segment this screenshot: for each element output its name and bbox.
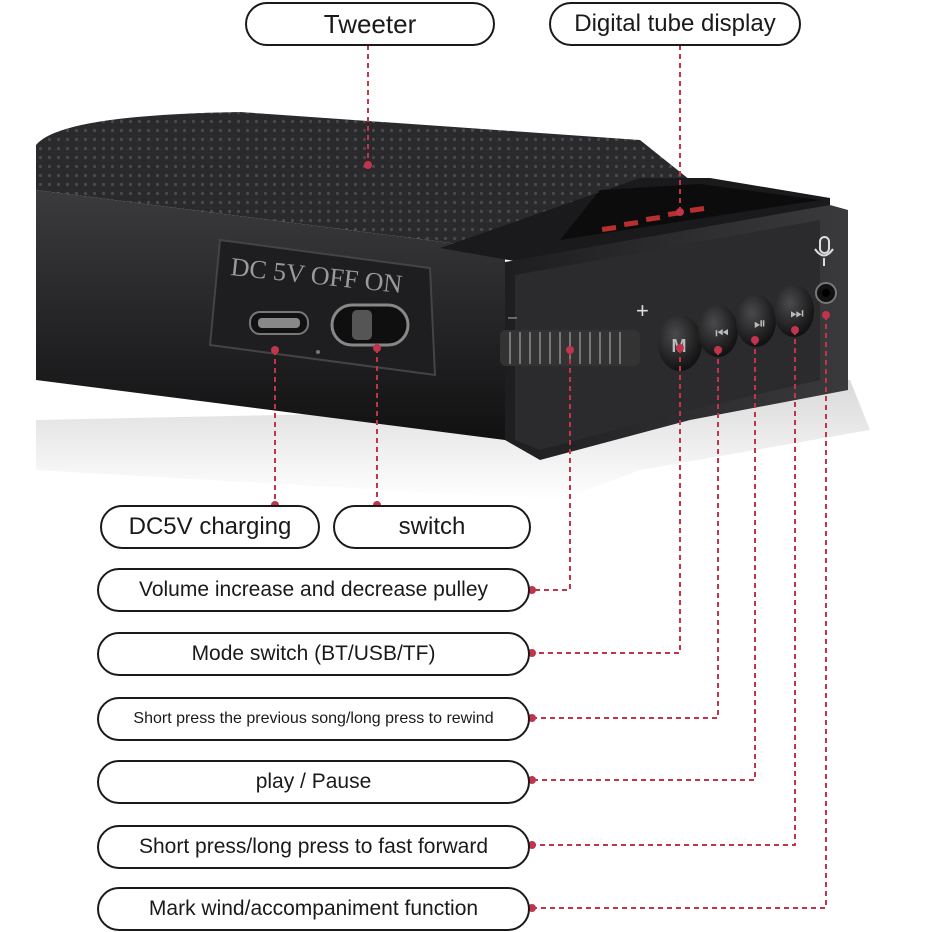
switch-label: switch (333, 505, 531, 549)
play-pause-button[interactable]: ⏯ (736, 295, 776, 347)
play-pause-icon: ⏯ (754, 315, 766, 332)
digital-display-label: Digital tube display (549, 2, 801, 46)
volume-leader (532, 350, 571, 591)
mic-jack[interactable] (815, 282, 837, 304)
mode-button[interactable]: M (658, 315, 702, 371)
leader-lines (274, 45, 827, 909)
mark-wind-label: Mark wind/accompaniment function (97, 887, 530, 931)
volume-plus-glyph: + (636, 298, 649, 323)
port-panel: DC 5V OFF ON (208, 238, 437, 377)
next-button[interactable]: ⏭ (774, 285, 814, 337)
play-pause-label: play / Pause (97, 760, 530, 804)
previous-song-label: Short press the previous song/long press… (97, 697, 530, 741)
volume-minus-glyph: – (508, 309, 517, 326)
mode-leader (532, 348, 681, 654)
tweeter-label: Tweeter (245, 2, 495, 46)
dc5v-charging-label: DC5V charging (100, 505, 320, 549)
tweeter-grille (36, 112, 690, 250)
volume-pulley-label: Volume increase and decrease pulley (97, 568, 530, 612)
mode-switch-label: Mode switch (BT/USB/TF) (97, 632, 530, 676)
fast-forward-label: Short press/long press to fast forward (97, 825, 530, 869)
microphone-icon (814, 236, 834, 266)
next-leader (532, 330, 796, 846)
prev-icon: ⏮ (715, 325, 729, 342)
next-icon: ⏭ (790, 305, 804, 322)
previous-button[interactable]: ⏮ (698, 305, 738, 357)
play-leader (532, 340, 756, 781)
